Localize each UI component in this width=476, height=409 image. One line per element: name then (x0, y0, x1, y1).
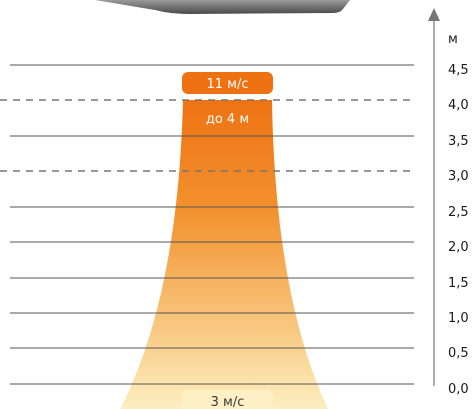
tick-label: 1,5 (448, 276, 469, 291)
bottom-speed-badge (182, 390, 273, 409)
tick-label: 4,0 (448, 98, 469, 113)
tick-label: 3,0 (448, 169, 469, 184)
tick-label: 3,5 (448, 134, 469, 149)
grid-lines (10, 64, 414, 385)
y-axis-arrow-icon (428, 8, 440, 21)
bottom-speed-label: 3 м/с (211, 395, 245, 409)
dashed-lines (0, 99, 414, 172)
tick-label: 2,5 (448, 205, 469, 220)
y-axis-ticks: 4,5 4,0 3,5 3,0 2,5 2,0 1,5 1,0 0,5 0,0 (448, 63, 469, 397)
tick-label: 2,0 (448, 240, 469, 255)
range-label: до 4 м (206, 112, 249, 127)
air-curtain-device (95, 0, 350, 14)
tick-label: 1,0 (448, 311, 469, 326)
airflow-stream (120, 100, 329, 409)
tick-label: 0,5 (448, 346, 469, 361)
axis-unit-label: м (448, 32, 458, 47)
tick-label: 4,5 (448, 63, 469, 78)
tick-label: 0,0 (448, 382, 469, 397)
top-speed-label: 11 м/с (206, 77, 248, 92)
top-speed-badge (182, 72, 273, 94)
